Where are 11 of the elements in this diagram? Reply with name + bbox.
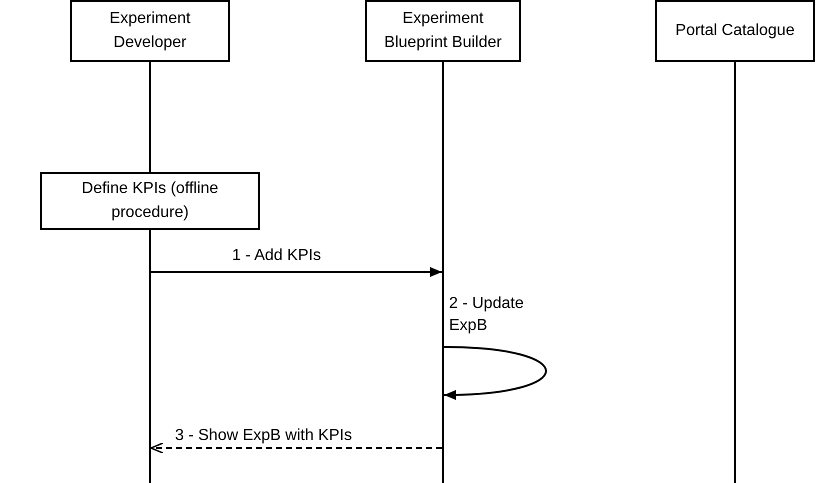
participant-box: Experiment Blueprint Builder <box>365 0 521 62</box>
return-message-arrow <box>150 442 442 454</box>
participant-box: Experiment Developer <box>70 0 230 62</box>
lifeline <box>149 230 151 483</box>
lifeline <box>734 62 736 483</box>
self-message-arrow <box>444 346 546 400</box>
lifeline <box>442 62 444 483</box>
lifeline <box>149 62 151 172</box>
message-arrow <box>151 267 442 277</box>
activity-box: Define KPIs (offline procedure) <box>40 172 260 230</box>
participant-box: Portal Catalogue <box>655 0 815 62</box>
